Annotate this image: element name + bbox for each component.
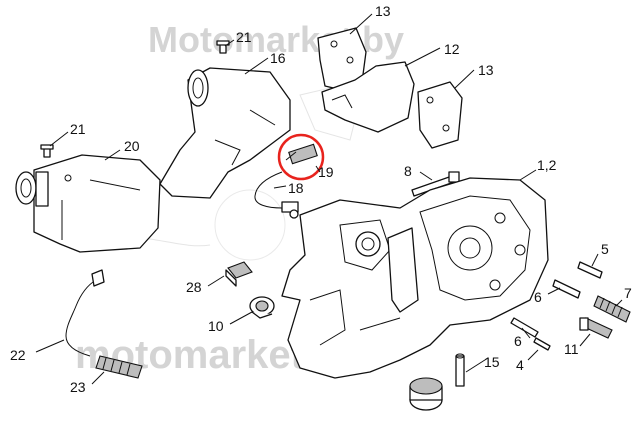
callout-23: 23: [70, 379, 86, 395]
callout-11: 11: [564, 341, 579, 357]
part-1-2-crankcase: [281, 177, 549, 379]
callout-1-2: 1,2: [537, 157, 557, 173]
part-28-pad: [225, 261, 253, 287]
callout-7: 7: [624, 285, 632, 301]
callout-13-lower: 13: [478, 62, 494, 78]
callout-20: 20: [124, 138, 140, 154]
part-19-fitting: [277, 133, 325, 181]
part-13-upper-plate: [317, 27, 367, 91]
callout-21-top: 21: [236, 29, 252, 45]
callout-15: 15: [484, 354, 500, 370]
callout-16: 16: [270, 50, 286, 66]
callout-labels: 13 12 13 21 16 21 20 19 18 8 1,2 28 10 5…: [10, 3, 632, 395]
part-4-screw: [533, 337, 551, 351]
highlight-circle: [277, 133, 325, 181]
callout-8: 8: [404, 163, 412, 179]
callout-21-left: 21: [70, 121, 86, 137]
part-10-plug: [249, 296, 275, 319]
part-av-buffer: [409, 377, 443, 411]
part-12-plate: [321, 61, 415, 133]
leader-lines: [35, 13, 623, 385]
callout-12: 12: [444, 41, 460, 57]
callout-28: 28: [186, 279, 202, 295]
callout-22: 22: [10, 347, 26, 363]
callout-19: 19: [318, 164, 334, 180]
part-23-filter: [95, 355, 143, 379]
callout-10: 10: [208, 318, 224, 334]
part-22-fuel-hose: [65, 269, 105, 357]
callout-6-right: 6: [534, 289, 542, 305]
callout-13-top: 13: [375, 3, 391, 19]
part-7-spring-screw: [593, 295, 631, 323]
callout-5: 5: [601, 241, 609, 257]
callout-18: 18: [288, 180, 304, 196]
part-16-housing: [159, 67, 291, 199]
callout-4: 4: [516, 357, 524, 373]
part-18-hose: [254, 171, 299, 219]
part-13-lower-plate: [417, 81, 463, 149]
callout-6-lower: 6: [514, 333, 522, 349]
part-11-screw: [579, 317, 613, 339]
part-6-lower-pin: [510, 317, 539, 338]
part-6-right-pin: [552, 279, 581, 299]
part-5-pin: [577, 261, 603, 279]
part-21-left-screw: [40, 144, 54, 158]
part-8-bolt: [411, 171, 460, 197]
part-15-sleeve: [455, 353, 465, 387]
part-20-tank: [15, 154, 161, 253]
